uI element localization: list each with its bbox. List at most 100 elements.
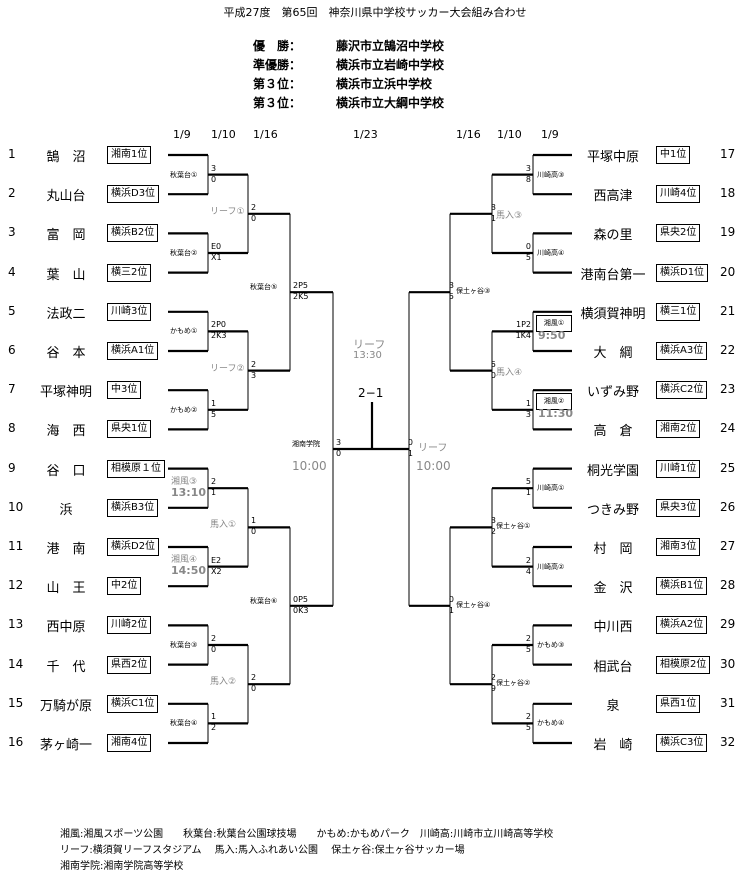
team-number: 13 [8, 617, 24, 632]
score-top: 3 [490, 202, 496, 212]
score-bottom: 0 [211, 645, 217, 654]
seed-badge: 中1位 [656, 146, 691, 164]
seed-badge: 横浜B1位 [656, 577, 708, 596]
score-top: 2 [525, 634, 531, 643]
venue-label: 馬入④ [496, 367, 523, 378]
team-name: つきみ野 [586, 502, 639, 518]
result-value: 横浜市立浜中学校 [336, 77, 433, 91]
team-number: 22 [720, 343, 736, 357]
team-number: 9 [8, 460, 16, 475]
team-name: 富 岡 [46, 228, 86, 244]
venue-label: 湘風② [536, 393, 572, 411]
score-bottom: 0 [490, 370, 496, 380]
score-bottom: 9 [490, 684, 496, 694]
score-bottom: 0 [251, 684, 257, 694]
score-top: 2 [525, 712, 531, 722]
score-bottom: 1 [448, 605, 454, 615]
team-name: 平塚神明 [39, 385, 92, 401]
team-name: 金 沢 [593, 581, 633, 597]
score-top: 5 [490, 359, 496, 369]
team-number: 20 [720, 264, 736, 279]
venue-note: リーフ:横須賀リーフスタジアム 馬入:馬入ふれあい公園 保土ヶ谷:保土ヶ谷サッカ… [60, 845, 465, 856]
team-name: 海 西 [46, 424, 86, 440]
venue-label: かもめ④ [537, 719, 565, 728]
venue-note: 湘南学院:湘南学院高等学校 [60, 861, 184, 872]
final-venue: リーフ [353, 338, 386, 351]
score-top: 2 [525, 555, 531, 565]
score-top: 2 [211, 477, 217, 487]
date-right-3: 1/9 [541, 128, 559, 141]
venue-label: 馬入② [210, 677, 237, 688]
date-final: 1/23 [353, 128, 378, 141]
score-bottom: 2K5 [293, 292, 309, 302]
kickoff-time: 11:30 [538, 407, 574, 421]
seed-badge: 横三2位 [107, 263, 152, 282]
score-bottom: 3 [251, 370, 257, 380]
team-name: 大 綱 [593, 346, 633, 361]
team-name: 西高津 [593, 189, 633, 205]
score-top: 3 [211, 163, 217, 173]
team-name: 港南台第一 [580, 267, 646, 283]
score-bottom: 5 [525, 723, 531, 733]
score-bottom: 1 [407, 449, 413, 458]
team-name: 相武台 [593, 659, 633, 675]
team-number: 31 [720, 695, 736, 710]
seed-badge: 横浜C3位 [656, 734, 708, 752]
venue-note: 湘風:湘風スポーツ公園 秋葉台:秋葉台公園球技場 かもめ:かもめパーク 川崎高:… [60, 829, 554, 840]
team-number: 18 [720, 186, 736, 201]
venue-label: 秋葉台⑤ [250, 283, 278, 292]
score-top: 1 [525, 398, 531, 408]
venue-label: 馬入③ [496, 210, 523, 221]
score-top: 3 [448, 281, 454, 291]
score-top: 1 [211, 398, 217, 408]
score-top: 3 [490, 516, 496, 526]
venue-label: 秋葉台⑥ [250, 596, 278, 605]
result-label: 第３位： [253, 96, 302, 110]
venue-label: 川崎高② [537, 562, 565, 571]
date-left-2: 1/10 [211, 128, 236, 141]
score-bottom: 0 [251, 213, 257, 223]
result-label: 第３位： [253, 77, 302, 91]
result-value: 横浜市立岩崎中学校 [336, 58, 445, 72]
seed-badge: 中3位 [107, 381, 142, 400]
score-bottom: 0 [336, 449, 342, 458]
score-top: 5 [525, 477, 531, 487]
venue-label: かもめ② [170, 405, 198, 414]
seed-badge: 横浜C1位 [107, 694, 159, 713]
kickoff-time: 10:00 [292, 459, 327, 473]
team-number: 8 [8, 421, 16, 436]
score-bottom: 5 [525, 645, 531, 654]
score-bottom: 2 [211, 723, 217, 733]
seed-badge: 川崎4位 [656, 185, 701, 204]
score-top: 3 [525, 163, 531, 173]
team-name: 鵠 沼 [46, 150, 86, 165]
date-left-1: 1/9 [173, 128, 191, 141]
seed-badge: 横三1位 [656, 302, 701, 321]
final-time: 13:30 [353, 350, 382, 361]
team-number: 5 [8, 303, 16, 318]
venue-label: 保土ヶ谷③ [456, 287, 491, 296]
score-top: 2P0 [211, 320, 227, 330]
seed-badge: 川崎1位 [656, 459, 701, 478]
kickoff-time: 14:50 [171, 564, 207, 577]
seed-badge: 湘南2位 [656, 420, 701, 439]
team-number: 4 [8, 264, 16, 279]
team-number: 17 [720, 147, 736, 161]
team-number: 23 [720, 382, 736, 397]
team-name: 泉 [606, 698, 620, 714]
kickoff-time: 10:00 [416, 459, 451, 473]
score-bottom: 4 [525, 566, 531, 576]
result-value: 藤沢市立鵠沼中学校 [336, 39, 445, 53]
team-number: 6 [8, 343, 16, 357]
result-value: 横浜市立大綱中学校 [336, 96, 445, 110]
team-number: 25 [720, 460, 736, 475]
team-number: 7 [8, 382, 16, 397]
seed-badge: 横浜D3位 [107, 185, 160, 204]
venue-label: 湘風③ [171, 476, 198, 487]
venue-label: 保土ヶ谷④ [456, 600, 491, 609]
venue-label: 湘南学院 [292, 440, 320, 448]
score-top: 0 [448, 594, 454, 604]
seed-badge: 相模原2位 [656, 655, 711, 674]
venue-label: かもめ① [170, 327, 198, 336]
